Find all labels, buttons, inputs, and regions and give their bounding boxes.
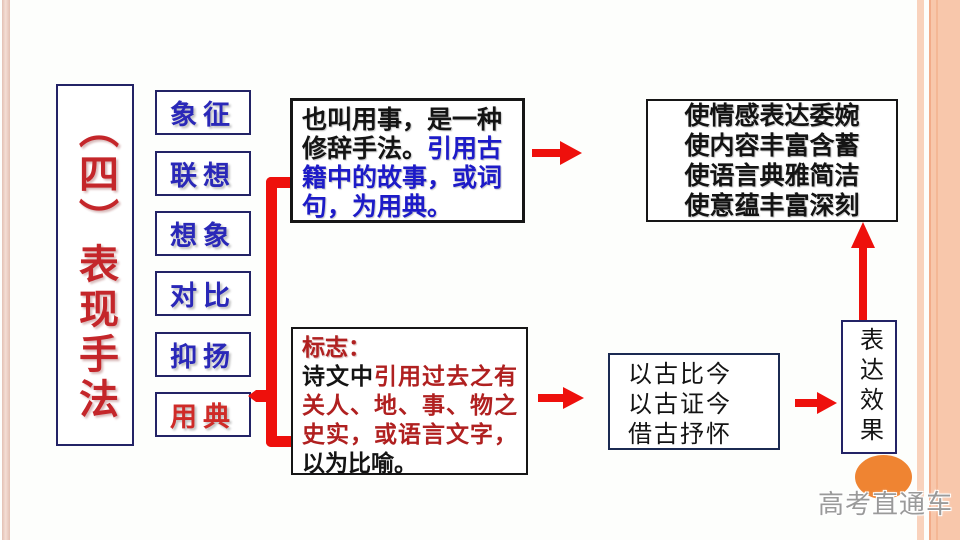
technique-label: 联想 xyxy=(170,161,236,191)
effects-line: 使语言典雅简洁 xyxy=(684,161,860,190)
brace-point-icon xyxy=(248,390,268,402)
marker-box: 标志： 诗文中引用过去之有关人、地、事、物之史实，或语言文字， 以为比喻。 xyxy=(291,327,528,478)
usage-box: 以古比今 以古证今 借古抒怀 xyxy=(608,353,780,450)
arrow-right-icon xyxy=(795,392,837,414)
usage-line: 以古证今 xyxy=(628,392,732,418)
definition-black-segment: 也叫用事，是一种修辞手法。 xyxy=(302,106,503,163)
usage-line: 借古抒怀 xyxy=(628,422,732,448)
left-edge-stripe xyxy=(2,0,10,540)
usage-line: 以古比今 xyxy=(628,362,732,388)
marker-heading: 标志： xyxy=(302,335,371,360)
technique-label: 象征 xyxy=(170,100,236,130)
brace-top-icon xyxy=(266,177,292,188)
technique-box-lianxiang: 联想 xyxy=(155,151,251,196)
technique-label: 用典 xyxy=(170,402,236,432)
result-box: 表达效果 xyxy=(841,320,897,454)
definition-blue-segment: 引用古籍中的故事，或词句，为用典。 xyxy=(302,135,503,221)
right-edge-stripe-band xyxy=(929,0,960,540)
effects-line: 使内容丰富含蓄 xyxy=(684,131,860,160)
technique-box-yiyang: 抑扬 xyxy=(155,332,251,377)
arrow-right-icon xyxy=(538,387,584,409)
marker-black-segment: 以为比喻。 xyxy=(302,451,417,476)
technique-box-duibi: 对比 xyxy=(155,271,251,316)
brace-bottom-icon xyxy=(266,436,292,447)
technique-box-yongdian: 用典 xyxy=(155,392,251,437)
result-label: 表达效果 xyxy=(855,327,882,447)
effects-line: 使情感表达委婉 xyxy=(684,101,860,130)
technique-label: 抑扬 xyxy=(170,342,236,372)
page-title: （四）表现手法 xyxy=(73,107,118,423)
technique-label: 想象 xyxy=(170,221,236,251)
technique-label: 对比 xyxy=(170,281,236,311)
orange-ellipse-logo xyxy=(855,455,912,499)
technique-box-xiangzheng: 象征 xyxy=(155,90,251,135)
definition-box: 也叫用事，是一种修辞手法。引用古籍中的故事，或词句，为用典。 xyxy=(290,98,525,223)
marker-body: 诗文中引用过去之有关人、地、事、物之史实，或语言文字， 以为比喻。 xyxy=(302,362,517,478)
brace-bar-icon xyxy=(266,177,277,447)
effects-line: 使意蕴丰富深刻 xyxy=(684,191,860,220)
marker-red-segment: 引用过去之有关人、地、事、物之史实，或语言文字， xyxy=(302,364,517,447)
arrow-right-icon xyxy=(532,141,582,165)
marker-black-segment: 诗文中 xyxy=(302,364,374,389)
right-edge-stripe-thin xyxy=(917,0,924,540)
title-box: （四）表现手法 xyxy=(56,84,134,446)
effects-box: 使情感表达委婉 使内容丰富含蓄 使语言典雅简洁 使意蕴丰富深刻 xyxy=(646,99,898,222)
arrow-up-icon xyxy=(851,222,875,320)
technique-box-xiangxiang: 想象 xyxy=(155,211,251,256)
watermark-text: 高考直通车 xyxy=(818,490,954,519)
